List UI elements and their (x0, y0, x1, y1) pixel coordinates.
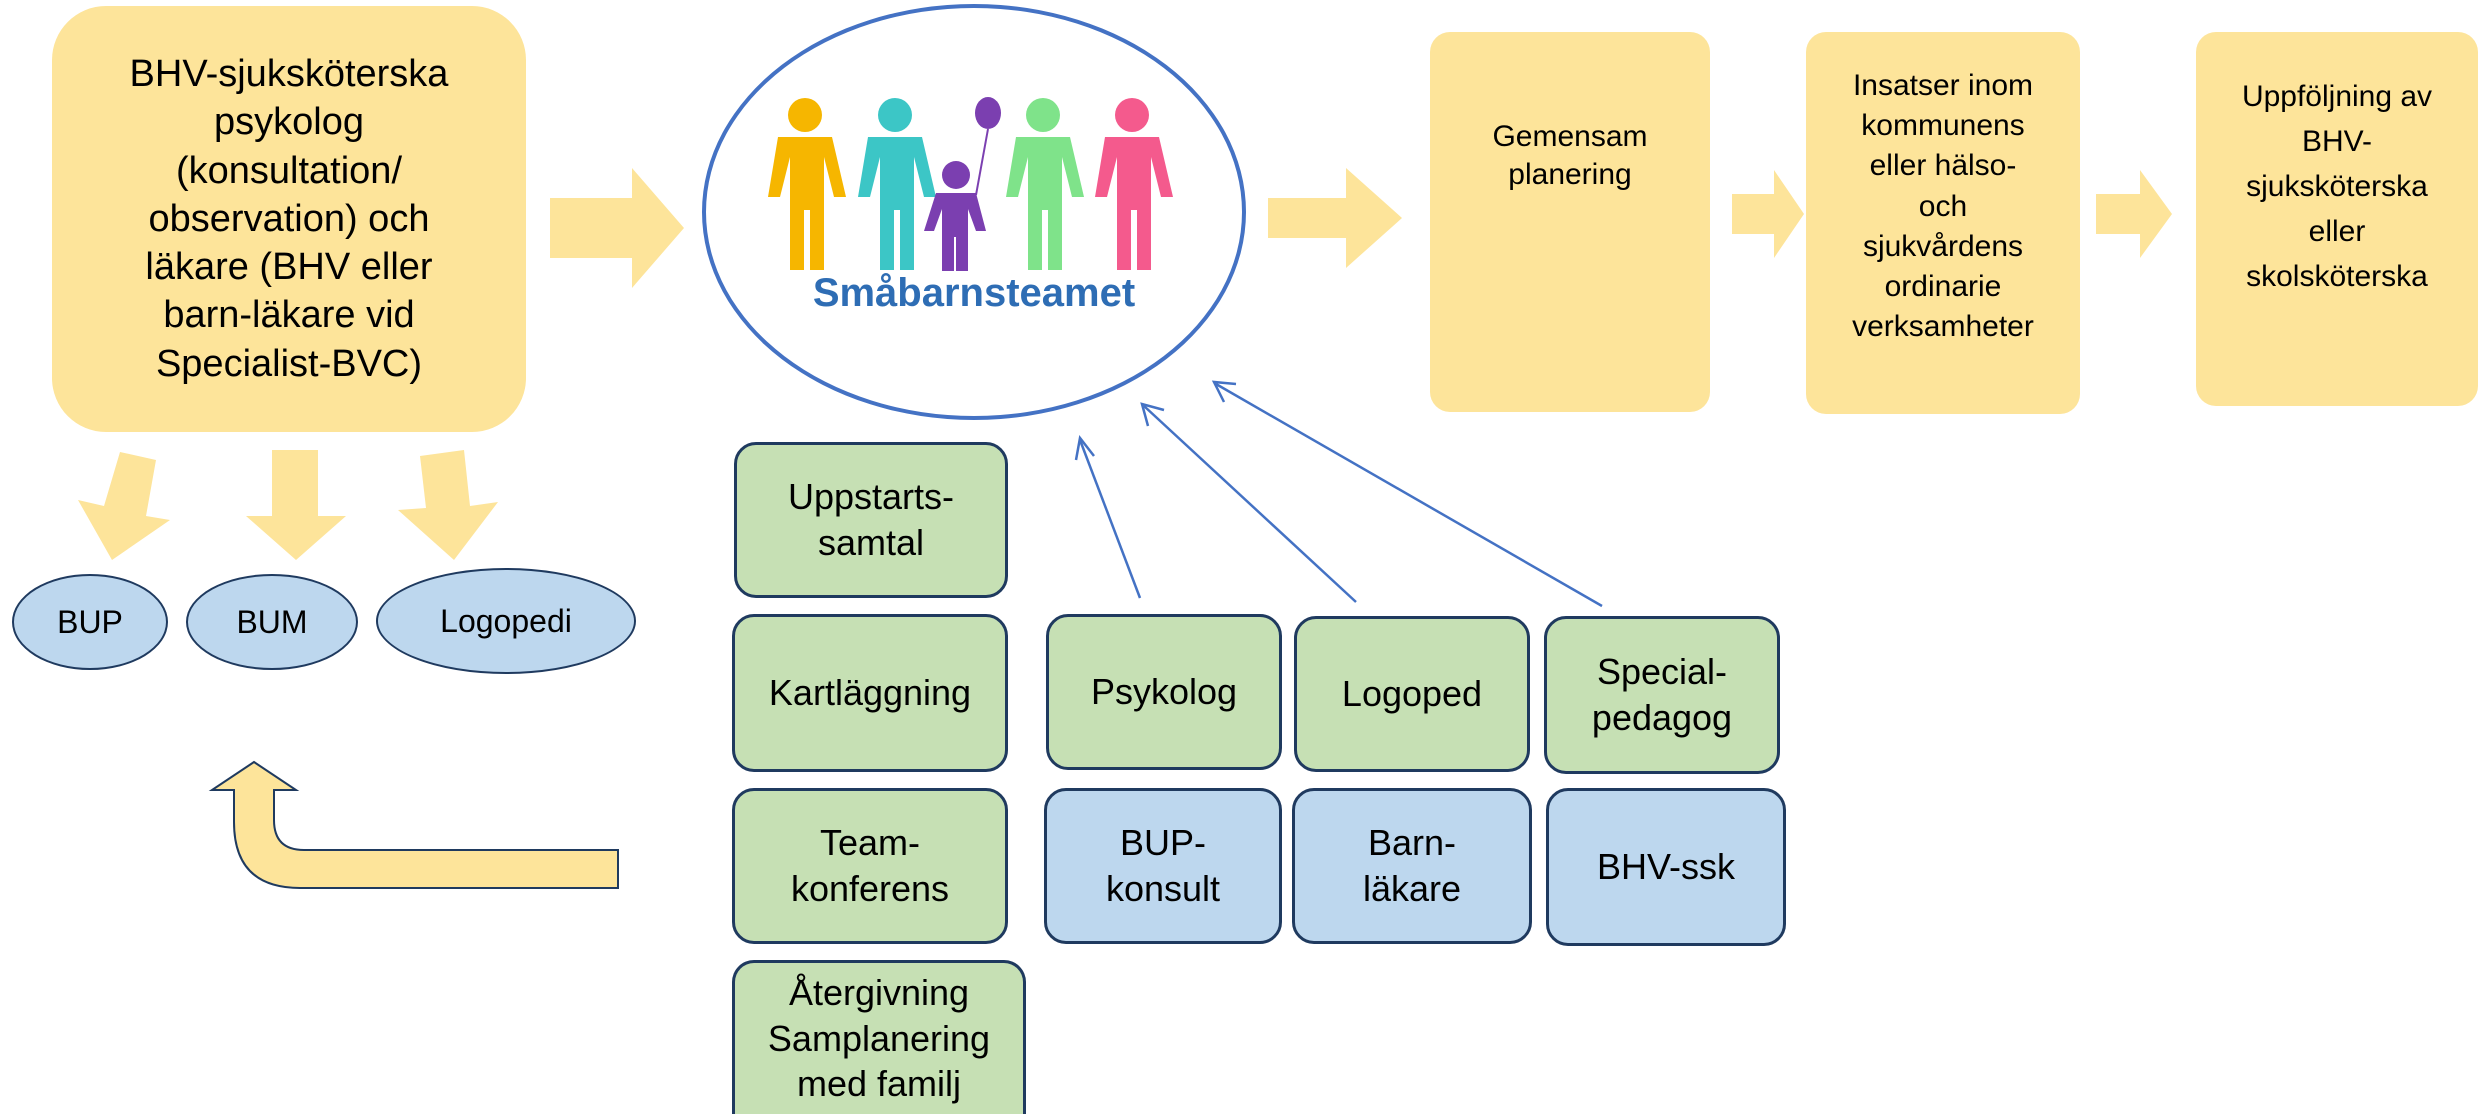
block-arrow-right (550, 168, 684, 288)
specialist-specialpedagog: Special- pedagog (1544, 616, 1780, 774)
referral-label: BUM (236, 603, 308, 640)
block-arrow-right (2096, 170, 2172, 258)
team-step-feedback: Återgivning Samplanering med familj (732, 960, 1026, 1114)
consultant-bup: BUP- konsult (1044, 788, 1282, 944)
team-step-startup: Uppstarts- samtal (734, 442, 1008, 598)
consultant-barnlakare: Barn- läkare (1292, 788, 1532, 944)
curved-return-arrow (208, 760, 619, 889)
team-step-conference: Team- konferens (732, 788, 1008, 944)
team-step-mapping: Kartläggning (732, 614, 1008, 772)
referral-label: Logopedi (440, 602, 572, 639)
referral-label: BUP (57, 603, 123, 640)
main-role-text: BHV-sjuksköterska psykolog (konsultation… (129, 53, 449, 385)
block-arrow-down (398, 450, 498, 560)
specialist-logoped: Logoped (1294, 616, 1530, 772)
block-arrow-down (246, 450, 346, 560)
consultant-bhv-ssk: BHV-ssk (1546, 788, 1786, 946)
referral-logopedi: Logopedi (376, 568, 636, 674)
specialist-psykolog: Psykolog (1046, 614, 1282, 770)
main-role-box: BHV-sjuksköterska psykolog (konsultation… (52, 6, 526, 432)
block-arrow-right (1732, 170, 1804, 258)
team-logo-text: Småbarnsteamet (812, 270, 1136, 315)
block-arrow-down (78, 452, 170, 560)
referral-bup: BUP (12, 574, 168, 670)
family-people-icon (768, 97, 1173, 271)
block-arrow-right (1268, 168, 1402, 268)
referral-bum: BUM (186, 574, 358, 670)
step-joint-planning: Gemensam planering (1430, 32, 1710, 412)
step-follow-up: Uppföljning av BHV- sjuksköterska eller … (2196, 32, 2478, 406)
step-interventions: Insatser inom kommunens eller hälso- och… (1806, 32, 2080, 414)
